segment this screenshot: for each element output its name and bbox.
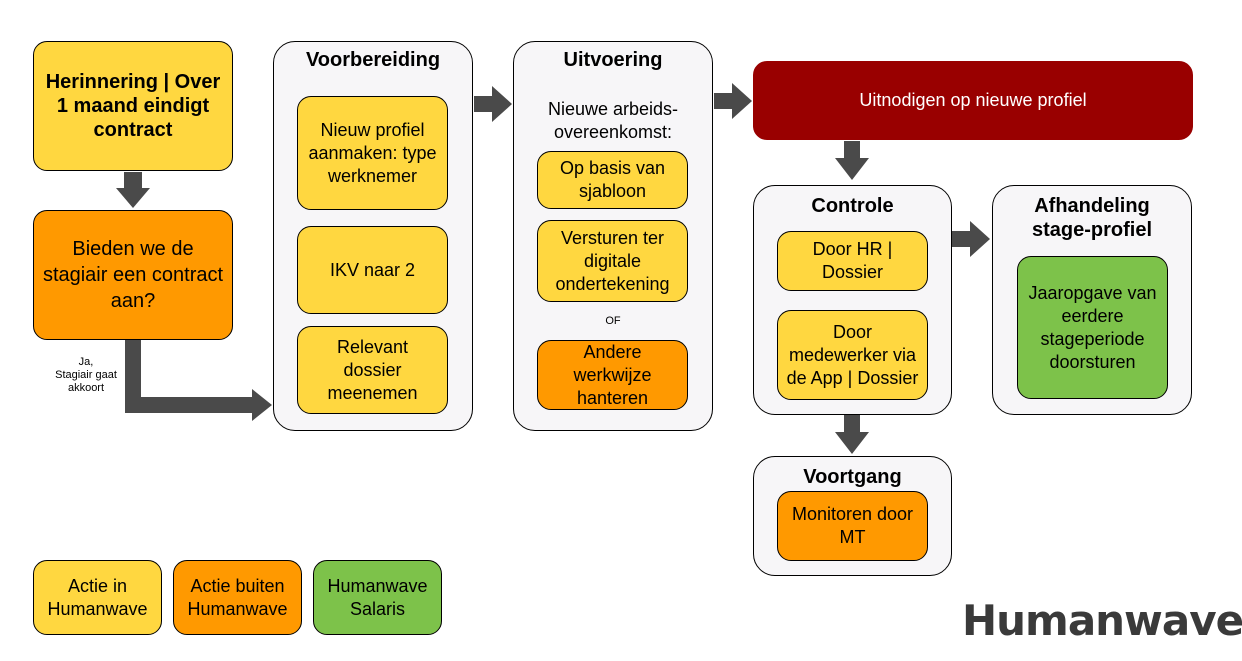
voortgang-item-label: Monitoren door MT [791,504,914,547]
invite-text: Uitnodigen op nieuwe profiel [859,90,1087,110]
decision-box: Bieden we de stagiair een contract aan? [33,210,233,340]
voorbereiding-item-profiel: Nieuw profiel aanmaken: type werknemer [297,96,448,210]
controle-item-medewerker: Door medewerker via de App | Dossier [777,310,928,400]
invite-box: Uitnodigen op nieuwe profiel [753,61,1193,140]
voorbereiding-item-profiel-label: Nieuw profiel aanmaken: type werknemer [308,119,437,186]
voorbereiding-item-ikv-label: IKV naar 2 [329,259,416,280]
arrow-controle-to-voortgang [835,415,869,454]
controle-item-hr: Door HR | Dossier [777,231,928,291]
voorbereiding-item-dossier: Relevant dossier meenemen [297,326,448,414]
decision-text: Bieden we de stagiair een contract aan? [42,238,224,312]
legend-humanwave-salaris: Humanwave Salaris [313,560,442,635]
afhandeling-title: Afhandeling stage-profiel [1031,195,1153,241]
afhandeling-item: Jaaropgave van eerdere stageperiode door… [1017,256,1168,399]
humanwave-logo: Humanwave [962,596,1242,645]
voorbereiding-item-dossier-label: Relevant dossier meenemen [327,336,418,403]
arrow-decision-to-voorbereiding [125,340,272,421]
legend-humanwave-salaris-label: Humanwave Salaris [327,575,428,619]
uitvoering-item-sjabloon-label: Op basis van sjabloon [559,158,666,201]
legend-actie-buiten-humanwave: Actie buiten Humanwave [173,560,302,635]
arrow-uitvoering-to-invite [714,83,752,119]
arrow-voorbereiding-to-uitvoering [474,86,512,122]
uitvoering-item-alt-label: Andere werkwijze hanteren [573,341,652,408]
uitvoering-item-ondertekening: Versturen ter digitale ondertekening [537,220,688,302]
controle-item-medewerker-label: Door medewerker via de App | Dossier [786,321,919,388]
voortgang-title: Voortgang [803,466,902,488]
reminder-box: Herinnering | Over 1 maand eindigt contr… [33,41,233,171]
uitvoering-item-ondertekening-label: Versturen ter digitale ondertekening [555,227,670,294]
uitvoering-item-alt: Andere werkwijze hanteren [537,340,688,410]
legend-actie-in-humanwave: Actie in Humanwave [33,560,162,635]
legend-actie-buiten-humanwave-label: Actie buiten Humanwave [187,575,288,619]
uitvoering-title: Uitvoering [563,49,663,71]
reminder-text: Herinnering | Over 1 maand eindigt contr… [45,71,221,141]
voortgang-item: Monitoren door MT [777,491,928,561]
afhandeling-item-label: Jaaropgave van eerdere stageperiode door… [1028,282,1157,372]
arrow-invite-to-controle [835,141,869,180]
uitvoering-or-label: OF [605,315,621,327]
controle-title: Controle [811,195,894,217]
uitvoering-item-sjabloon: Op basis van sjabloon [537,151,688,209]
legend-actie-in-humanwave-label: Actie in Humanwave [47,575,148,619]
arrow-controle-to-afhandeling [952,221,990,257]
decision-answer-label: Ja, Stagiair gaat akkoort [55,356,117,394]
arrow-reminder-to-decision [116,172,150,208]
voorbereiding-title: Voorbereiding [305,49,441,71]
voorbereiding-item-ikv: IKV naar 2 [297,226,448,314]
controle-item-hr-label: Door HR | Dossier [812,239,893,282]
uitvoering-intro: Nieuwe arbeids-overeenkomst: [547,99,679,142]
